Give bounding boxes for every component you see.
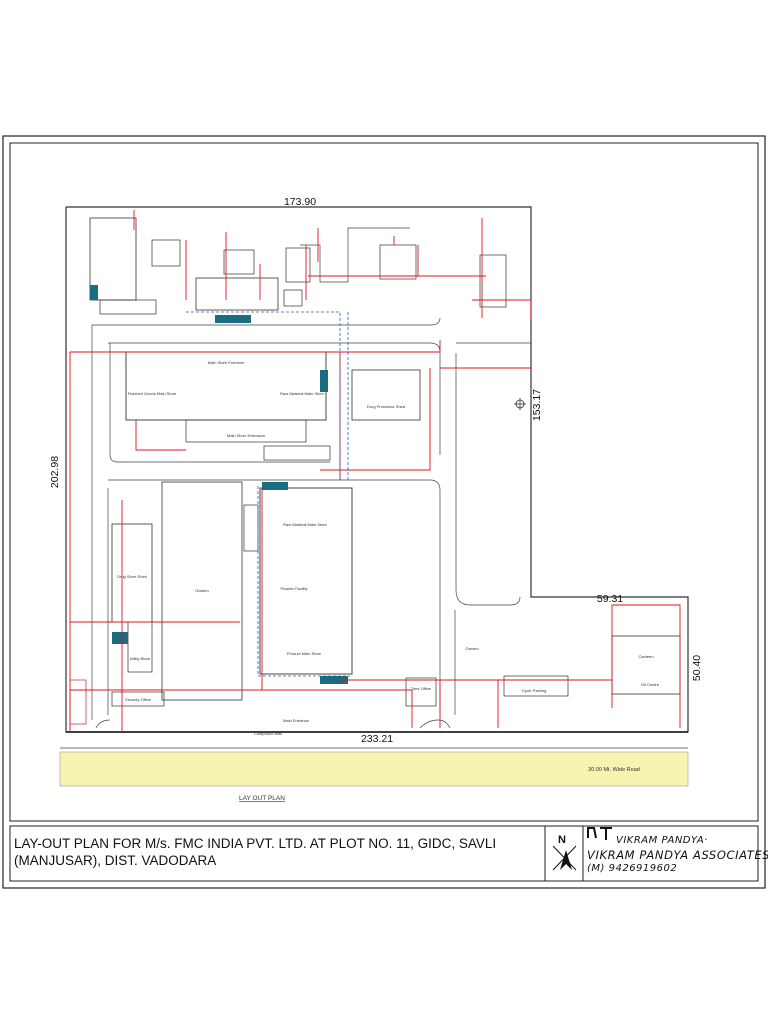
- title-line-2: (MANJUSAR), DIST. VADODARA: [14, 853, 217, 868]
- building-small: [99, 299, 157, 315]
- emergency-shelter-label: Drug Processor Shed: [367, 404, 405, 409]
- building-shed-east: [351, 369, 421, 421]
- fire-hydrant-network: [69, 210, 681, 732]
- raw-material-store-label: Raw Material Main Store: [283, 522, 328, 527]
- internal-road-east: [455, 342, 531, 606]
- garden-west-label: Garden: [195, 588, 208, 593]
- firm-associates: VIKRAM PANDYA ASSOCIATES: [587, 848, 768, 862]
- block-fill-2: [215, 315, 251, 323]
- building-utility: [195, 277, 279, 311]
- compound-wall-label: Compound Wall: [254, 731, 282, 736]
- building-compressor: [243, 504, 259, 552]
- north-arrow: [552, 845, 577, 871]
- building-powder-facility: [259, 487, 353, 675]
- drawing-frame: [9, 142, 759, 822]
- internal-road-north: [92, 317, 441, 326]
- building-drug-store: [111, 523, 153, 623]
- dim-left: 202.98: [49, 456, 61, 488]
- utility-block-label: Utility Block: [130, 656, 151, 661]
- building-pump: [151, 239, 181, 267]
- firm-logo: [587, 827, 612, 840]
- dim-top: 173.90: [284, 196, 316, 208]
- compass-mark: [514, 398, 526, 410]
- main-entrance-label: Main Entrance: [283, 718, 310, 723]
- raw-material-small-label: Raw Material Main Store: [280, 391, 325, 396]
- title-line-1: LAY-OUT PLAN FOR M/s. FMC INDIA PVT. LTD…: [14, 836, 497, 851]
- garden-west: [161, 481, 243, 701]
- cycle-parking-label: Cycle Parking: [522, 688, 547, 693]
- finished-goods-label: Finished Goods Main Store: [128, 391, 177, 396]
- dim-right-lower-height: 50.40: [691, 655, 703, 681]
- gate-arcs: [95, 719, 451, 729]
- powder-facility-label: Powder Facility: [280, 586, 307, 591]
- security-label: Security Office: [125, 697, 152, 702]
- product-store-label: Product Main Store: [287, 651, 322, 656]
- drug-store-label: Drug Store Shed: [117, 574, 147, 579]
- building-cycle-parking: [503, 675, 569, 697]
- north-label: N: [558, 834, 566, 846]
- building-mini: [283, 289, 303, 307]
- water-line: [186, 311, 350, 677]
- firm-name: VIKRAM PANDYA·: [616, 835, 708, 846]
- block-fill-5: [320, 676, 348, 684]
- building-store: [285, 247, 311, 283]
- building-security: [111, 691, 165, 707]
- internal-road-west: [91, 325, 330, 720]
- internal-road-edges: [107, 488, 456, 715]
- plot-boundary: [65, 206, 689, 733]
- tank-stack: [69, 679, 87, 725]
- block-fill-4: [262, 482, 288, 490]
- building-time-office: [405, 677, 437, 707]
- garden-east-label: Garden: [465, 646, 478, 651]
- building-ne: [379, 244, 417, 280]
- title-block: [9, 825, 759, 882]
- dim-right-upper: 153.17: [531, 389, 543, 421]
- main-store-ext-label: Main Store Extension: [227, 433, 265, 438]
- main-store-top-label: Main Store Entrance: [208, 360, 245, 365]
- block-fill-6: [112, 632, 128, 644]
- outer-frame: [2, 135, 766, 889]
- block-fill: [90, 285, 98, 300]
- oil-centre-label: Oil Centre: [641, 682, 660, 687]
- internal-road-loop: [108, 342, 441, 455]
- building-tank: [223, 249, 255, 275]
- building-ne-tank: [479, 254, 507, 308]
- building-utility-south: [127, 621, 153, 673]
- block-fill-3: [320, 370, 328, 392]
- road-label: 30.00 Mt. Wide Road: [588, 767, 640, 773]
- firm-phone: (M) 9426919602: [587, 863, 678, 874]
- internal-road-ne: [300, 227, 410, 283]
- internal-road-south: [108, 479, 441, 715]
- building-corridor: [263, 445, 331, 461]
- gate-office-label: Time Office: [411, 686, 432, 691]
- building-main-ext: [185, 419, 307, 443]
- plan-caption: LAY OUT PLAN: [239, 795, 285, 802]
- dim-bottom: 233.21: [361, 733, 393, 745]
- road: [59, 751, 689, 787]
- canteen-label: Canteen: [638, 654, 653, 659]
- dim-right-lower-width: 59.31: [597, 593, 623, 605]
